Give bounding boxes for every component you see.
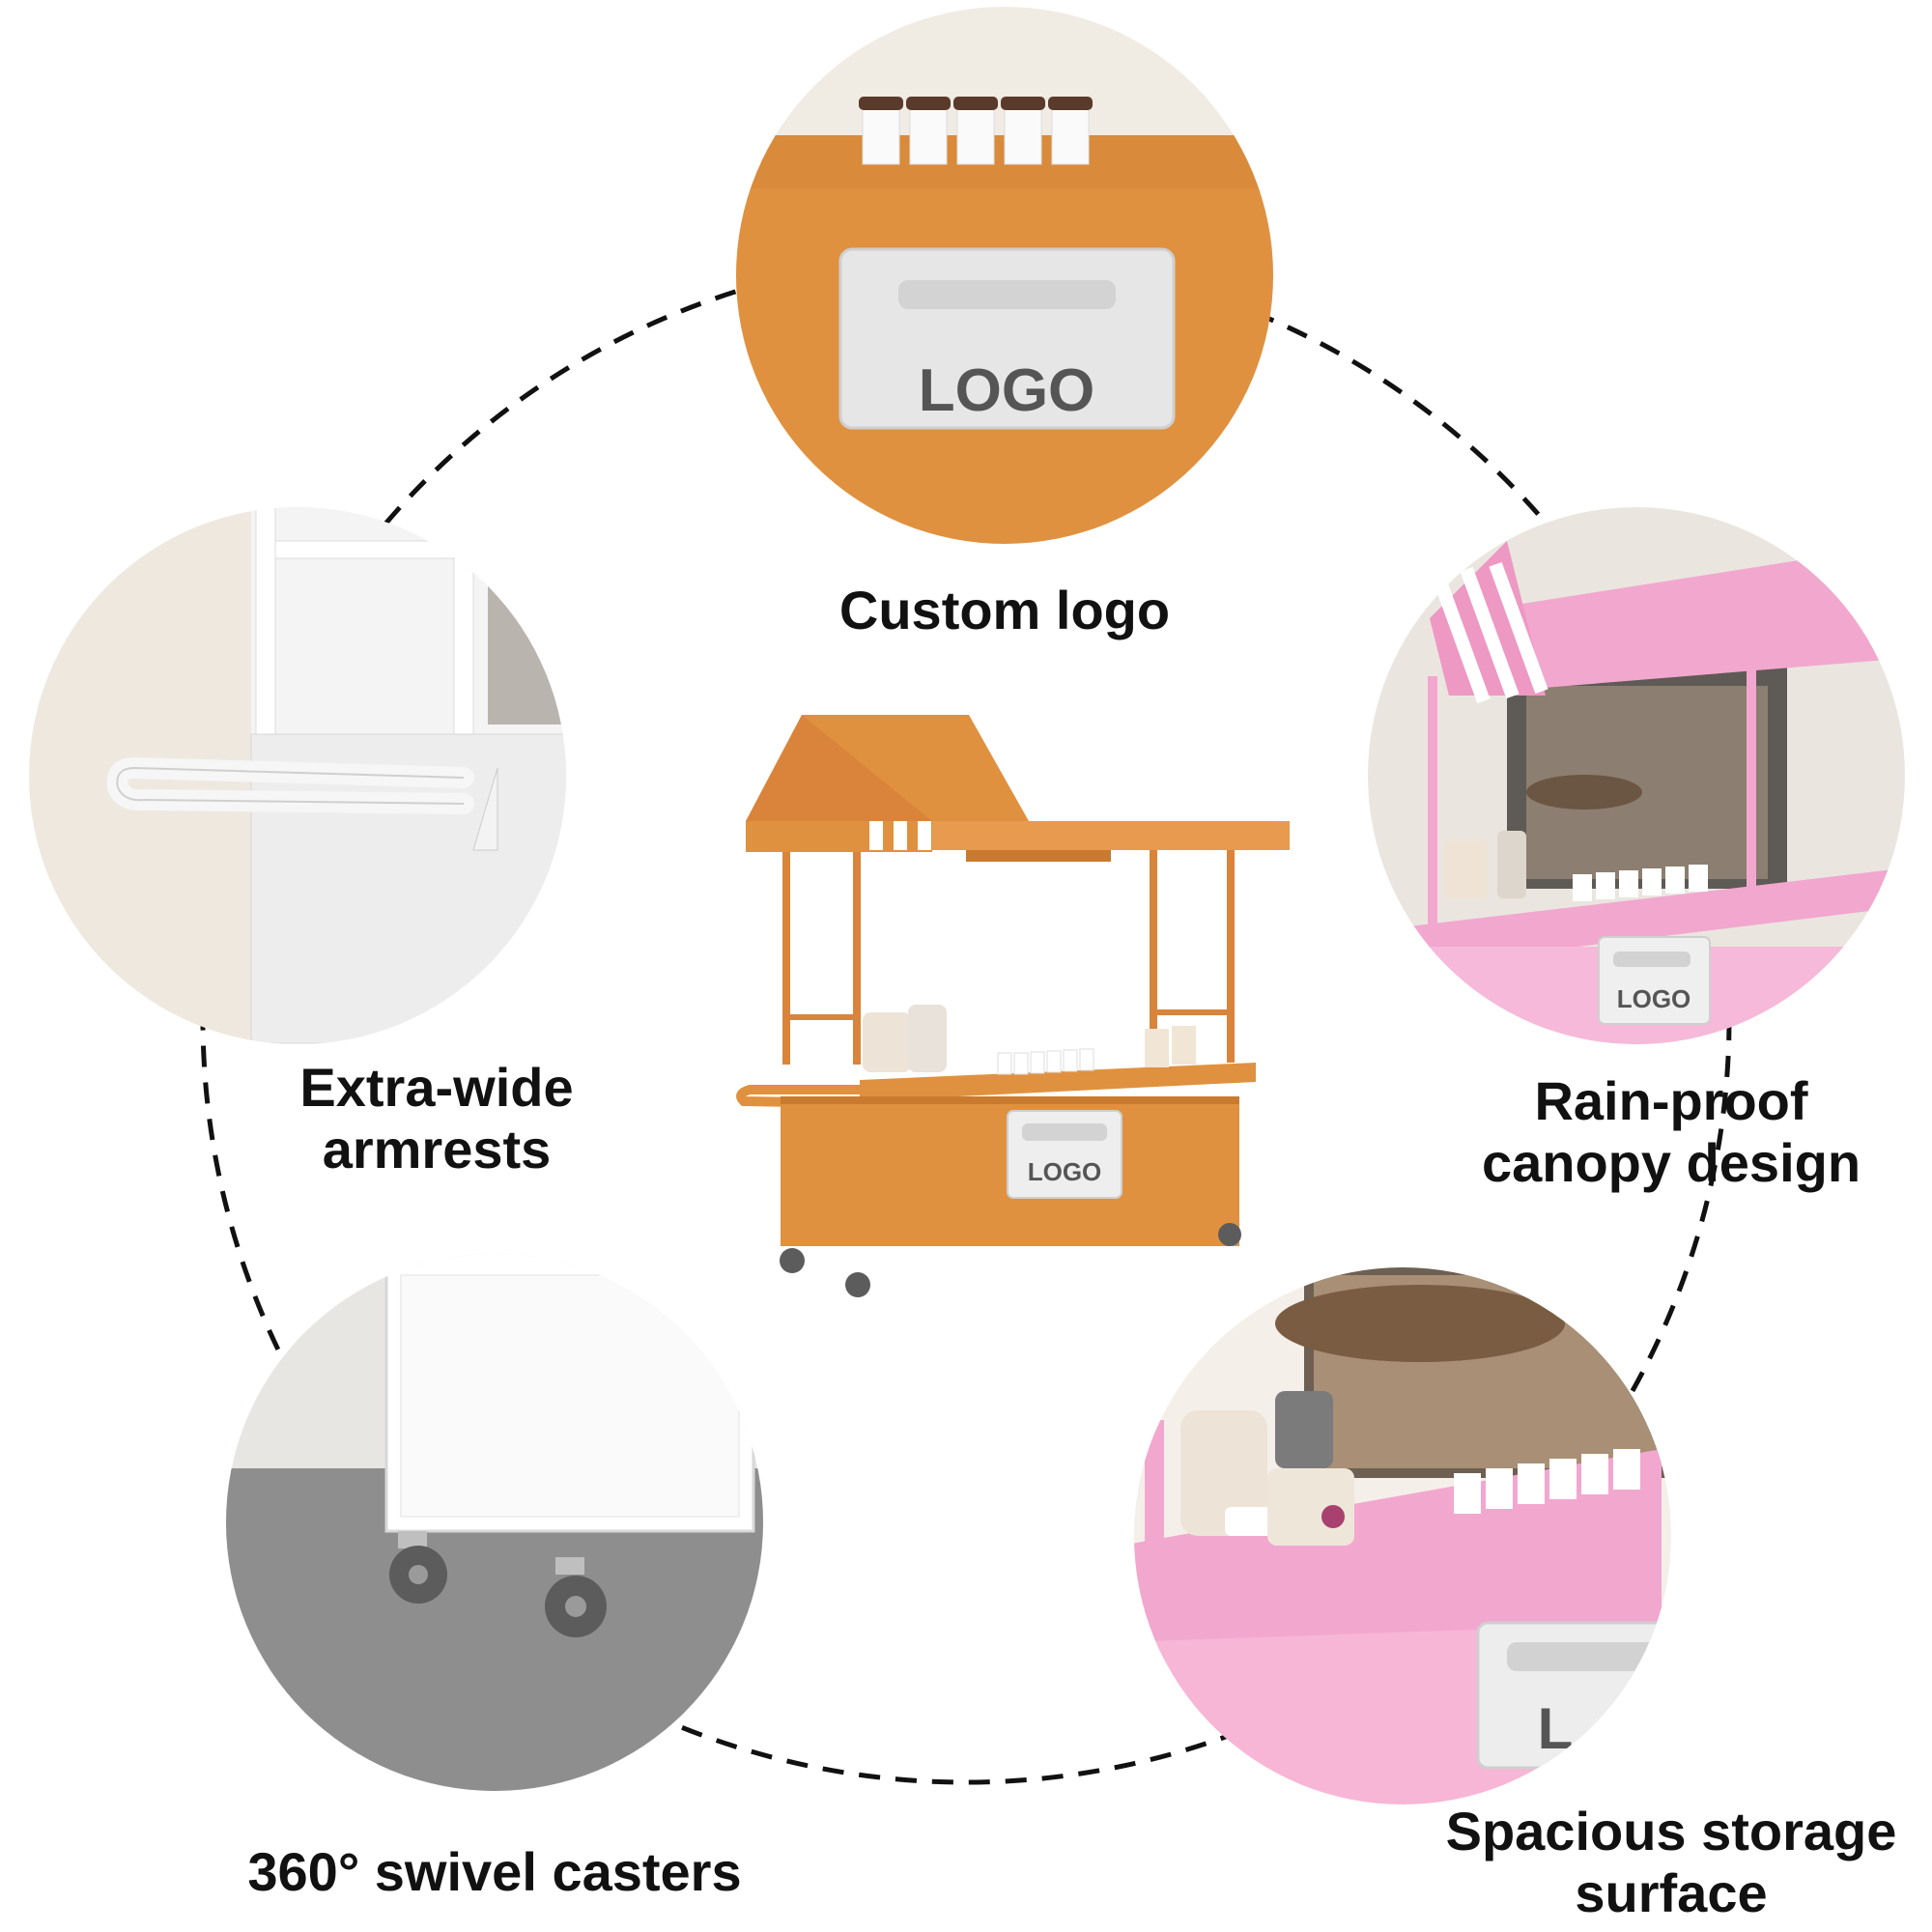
cart-wheel <box>780 1248 805 1273</box>
label-armrests-line2: armrests <box>322 1119 552 1180</box>
blender <box>1267 1391 1354 1546</box>
cart-wheel <box>845 1272 870 1297</box>
label-storage-line2: surface <box>1575 1862 1768 1924</box>
label-canopy: Rain-proof canopy design <box>1482 1070 1861 1195</box>
label-custom-logo: Custom logo <box>839 580 1170 641</box>
cart-wheel <box>1218 1223 1241 1246</box>
cart-counter <box>860 1063 1256 1101</box>
label-armrests-line1: Extra-wide <box>299 1057 574 1118</box>
caster-wheel-right <box>545 1557 607 1637</box>
label-casters: 360° swivel casters <box>247 1841 741 1903</box>
custom-logo-photo: LOGO <box>736 7 1273 544</box>
cart-logo-text: LOGO <box>1028 1157 1102 1186</box>
coffee-machine <box>1180 1410 1273 1536</box>
canopy-cups <box>1573 865 1708 901</box>
storage-photo: L <box>1134 1267 1671 1804</box>
armrest-photo <box>29 507 566 1044</box>
label-storage-line1: Spacious storage <box>1445 1801 1897 1861</box>
logo-plate-text: LOGO <box>919 357 1095 424</box>
center-cart: LOGO <box>573 715 1290 1297</box>
cart-armrest <box>736 1085 865 1108</box>
canopy-photo: LOGO <box>1368 507 1905 1044</box>
label-custom-logo-text: Custom logo <box>838 580 1171 640</box>
label-canopy-line1: Rain-proof <box>1534 1070 1808 1131</box>
cup-row <box>859 97 1093 165</box>
canopy-logo-text: LOGO <box>1617 984 1691 1013</box>
label-casters-text: 360° swivel casters <box>247 1841 742 1902</box>
caster-wheel-left <box>389 1531 447 1604</box>
casters-photo <box>226 1254 763 1791</box>
storage-logo-text: L <box>1538 1696 1574 1761</box>
label-canopy-line2: canopy design <box>1481 1132 1861 1194</box>
label-armrests: Extra-wide armrests <box>299 1057 573 1181</box>
label-storage: Spacious storage surface <box>1446 1801 1897 1925</box>
storage-cups <box>1454 1449 1640 1514</box>
cart-cups <box>997 1048 1094 1075</box>
